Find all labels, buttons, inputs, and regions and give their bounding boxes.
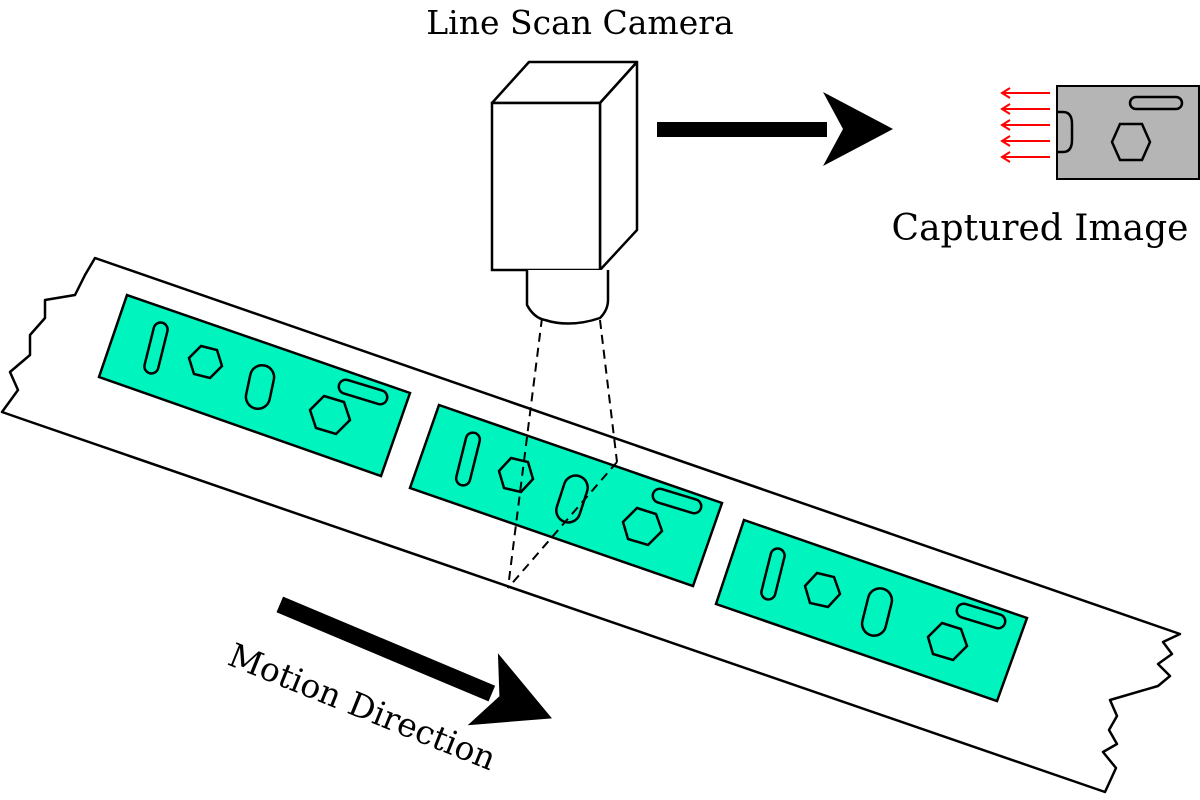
slot-vertical xyxy=(760,547,786,601)
hexagon xyxy=(1110,122,1152,162)
camera-icon xyxy=(490,60,639,325)
hexagon xyxy=(621,506,664,547)
part-2 xyxy=(408,403,724,588)
scan-arrow xyxy=(1000,103,1050,115)
slot-vertical xyxy=(454,431,482,487)
scan-arrow xyxy=(1000,151,1050,163)
hexagon xyxy=(926,621,969,662)
slot-horizontal xyxy=(651,487,703,515)
slot-horizontal xyxy=(337,378,389,406)
part-plate xyxy=(97,293,412,478)
captured-image xyxy=(1056,85,1200,180)
scan-arrow xyxy=(1000,119,1050,131)
camera-lens xyxy=(525,270,610,325)
parts-group xyxy=(97,293,1029,703)
hexagon xyxy=(803,571,842,609)
camera-field-of-view xyxy=(507,317,618,589)
conveyor-belt xyxy=(0,256,1182,794)
hexagon xyxy=(497,456,535,494)
partial-slot xyxy=(1057,110,1074,154)
part-plate xyxy=(408,403,724,588)
scan-arrow xyxy=(1000,87,1050,99)
slot-horizontal xyxy=(955,602,1007,630)
part-plate xyxy=(714,518,1029,703)
arrow-right-icon xyxy=(657,92,893,166)
part-3 xyxy=(714,518,1029,703)
arrow-left-icon xyxy=(1000,87,1050,163)
hexagon xyxy=(308,394,352,436)
camera-front-face xyxy=(490,101,602,272)
slot-vertical xyxy=(143,321,169,375)
slot-horizontal xyxy=(1128,95,1184,111)
captured-image-panel xyxy=(1056,85,1200,180)
scan-arrow xyxy=(1000,135,1050,147)
arrow-down-right-icon xyxy=(276,596,552,726)
motion-direction-label: Motion Direction xyxy=(223,635,502,778)
part-1 xyxy=(97,293,412,478)
captured-image-label: Captured Image xyxy=(892,208,1189,249)
slot-vertical xyxy=(244,363,276,411)
hexagon xyxy=(187,344,224,380)
slot-vertical xyxy=(860,587,894,637)
camera-label: Line Scan Camera xyxy=(426,3,733,42)
